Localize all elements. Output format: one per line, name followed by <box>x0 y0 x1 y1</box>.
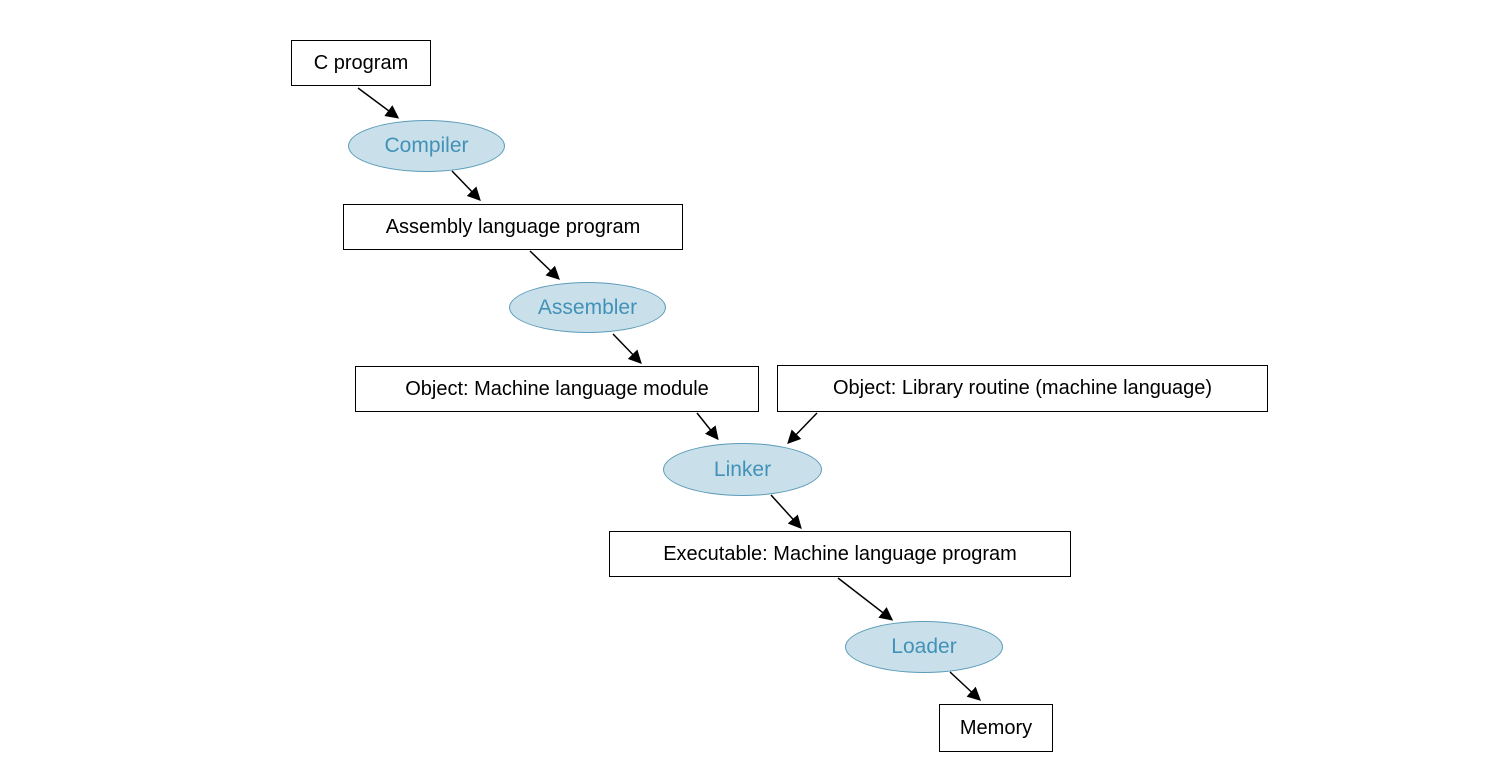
node-assembly-language-program: Assembly language program <box>343 204 683 250</box>
node-executable-machine-language-program-label: Executable: Machine language program <box>663 542 1017 565</box>
node-compiler: Compiler <box>348 120 505 172</box>
node-object-machine-language-module: Object: Machine language module <box>355 366 759 412</box>
arrow-assembly-to-assembler <box>529 250 560 280</box>
node-object-machine-language-module-label: Object: Machine language module <box>405 377 709 400</box>
node-memory-label: Memory <box>959 716 1033 739</box>
arrow-loader-to-memory <box>949 671 981 701</box>
arrow-compiler-to-assembly <box>451 170 481 201</box>
arrow-executable-to-loader <box>837 577 894 621</box>
arrow-assembler-to-object-module <box>612 333 642 364</box>
arrow-object-library-to-linker <box>787 412 818 444</box>
arrow-object-module-to-linker <box>696 412 719 441</box>
arrow-c-program-to-compiler <box>357 87 400 119</box>
node-c-program: C program <box>291 40 431 86</box>
node-executable-machine-language-program: Executable: Machine language program <box>609 531 1071 577</box>
node-linker-label: Linker <box>713 457 772 481</box>
node-object-library-routine-label: Object: Library routine (machine languag… <box>832 377 1213 399</box>
node-assembly-language-program-label: Assembly language program <box>385 215 641 238</box>
arrow-linker-to-executable <box>770 494 802 530</box>
node-assembler: Assembler <box>509 282 666 333</box>
node-memory: Memory <box>939 704 1053 752</box>
node-compiler-label: Compiler <box>384 134 469 157</box>
node-assembler-label: Assembler <box>537 295 638 319</box>
node-loader-label: Loader <box>891 635 957 658</box>
node-linker: Linker <box>663 443 822 496</box>
node-object-library-routine: Object: Library routine (machine languag… <box>777 365 1268 412</box>
node-loader: Loader <box>845 621 1003 673</box>
node-c-program-label: C program <box>313 51 409 74</box>
